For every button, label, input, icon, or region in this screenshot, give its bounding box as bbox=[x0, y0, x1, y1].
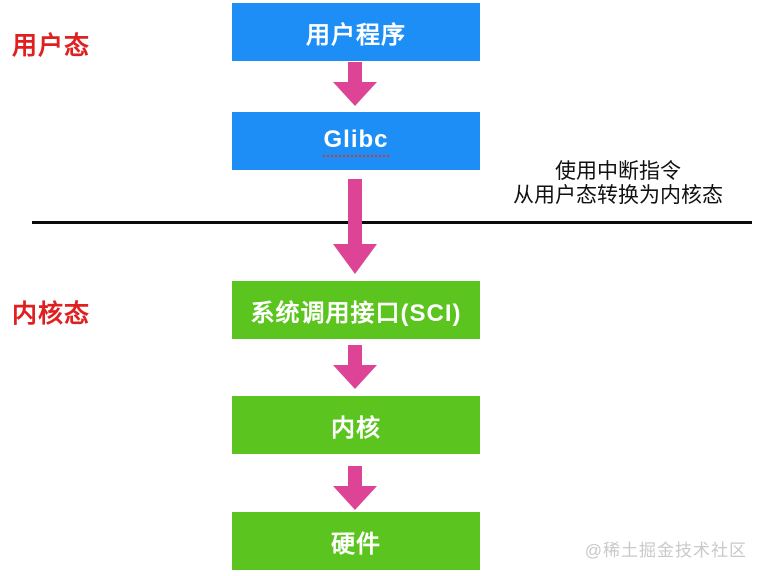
box-glibc: Glibc bbox=[232, 112, 480, 170]
arrow-down-icon bbox=[333, 345, 377, 389]
box-hardware: 硬件 bbox=[232, 512, 480, 570]
watermark: @稀土掘金技术社区 bbox=[584, 541, 747, 560]
user-mode-label: 用户态 bbox=[12, 32, 91, 60]
box-kernel-label: 内核 bbox=[331, 414, 381, 442]
box-sci: 系统调用接口(SCI) bbox=[232, 281, 480, 339]
box-user-program-label: 用户程序 bbox=[306, 21, 406, 49]
mode-separator-line bbox=[32, 221, 752, 224]
box-glibc-label: Glibc bbox=[323, 126, 389, 157]
kernel-mode-label: 内核态 bbox=[12, 300, 91, 328]
interrupt-annotation-line1: 使用中断指令 bbox=[555, 160, 681, 183]
box-sci-label: 系统调用接口(SCI) bbox=[250, 299, 462, 327]
arrow-down-long-icon bbox=[333, 179, 377, 274]
box-user-program: 用户程序 bbox=[232, 3, 480, 61]
box-hardware-label: 硬件 bbox=[331, 530, 381, 558]
arrow-down-icon bbox=[333, 62, 377, 106]
interrupt-annotation: 使用中断指令 从用户态转换为内核态 bbox=[508, 160, 728, 208]
box-kernel: 内核 bbox=[232, 396, 480, 454]
arrow-down-icon bbox=[333, 466, 377, 510]
interrupt-annotation-line2: 从用户态转换为内核态 bbox=[513, 184, 723, 207]
